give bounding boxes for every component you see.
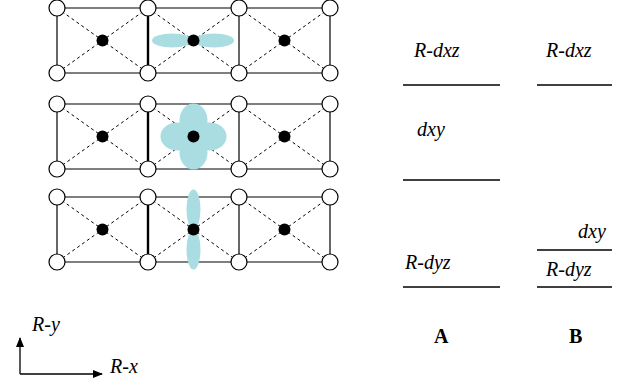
lattice-row bbox=[49, 189, 338, 270]
lattice-row bbox=[49, 96, 338, 177]
orbital-lobes bbox=[187, 190, 201, 270]
energy-label: R-dxz bbox=[546, 40, 592, 60]
axis-arrow bbox=[19, 338, 20, 374]
panel-label: B bbox=[569, 326, 582, 346]
energy-label: R-dxz bbox=[414, 40, 460, 60]
level-line bbox=[537, 286, 612, 287]
axis-arrow bbox=[20, 373, 102, 374]
energy-label: dxy bbox=[578, 221, 606, 241]
level-line bbox=[537, 249, 612, 250]
energy-label: dxy bbox=[417, 119, 445, 139]
energy-label: R-dyz bbox=[546, 259, 592, 279]
level-line bbox=[403, 84, 500, 85]
orbital-lobes bbox=[161, 104, 227, 170]
level-line bbox=[403, 179, 500, 180]
orbital-lobes bbox=[152, 34, 234, 48]
energy-label: R-dyz bbox=[405, 252, 451, 272]
lattice-row bbox=[49, 0, 338, 81]
axis-label: R-y bbox=[32, 314, 60, 334]
panel-label: A bbox=[434, 326, 448, 346]
axis-label: R-x bbox=[110, 356, 138, 376]
level-line bbox=[403, 286, 500, 287]
level-line bbox=[537, 84, 612, 85]
